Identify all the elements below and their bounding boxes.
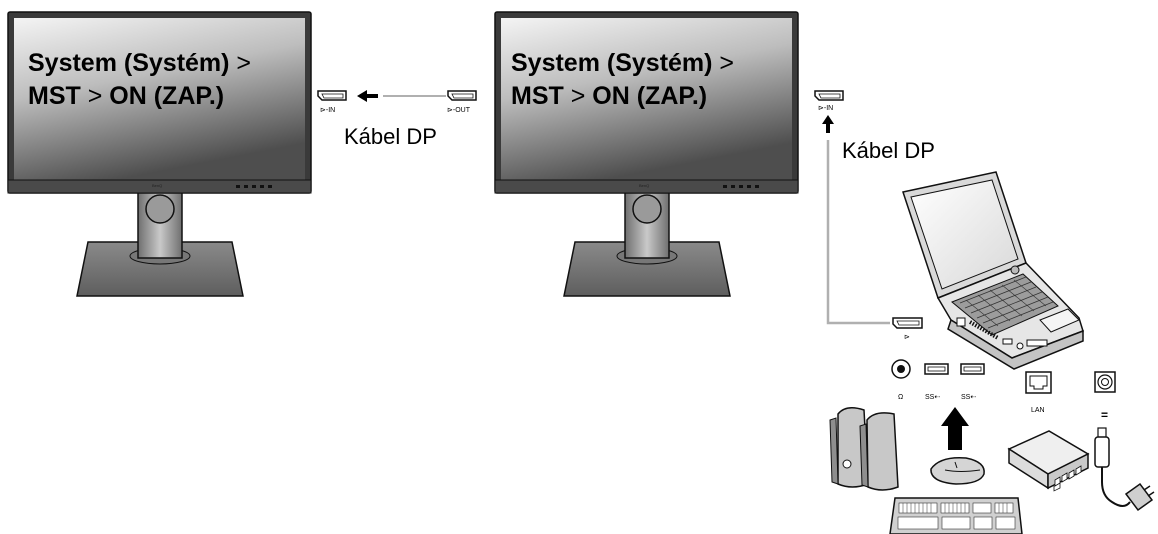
monitor-left: BenQ [7,11,312,297]
monitor-left-line2: MST > ON (ZAP.) [28,80,251,113]
monitor-right-menu-on: ON (ZAP.) [592,82,708,110]
arrow-up-usb-icon [941,407,969,450]
power-plug-icon [1124,482,1154,512]
monitor-left-menu-system: System (Systém) [28,49,230,77]
lan-port: LAN [1025,371,1052,414]
power-label: = [1101,408,1108,422]
monitor-right-base [563,241,731,297]
cable-label-between-monitors: Kábel DP [344,124,437,149]
monitor-left-screen [14,18,305,180]
usb-2-label: SS⇠ [961,394,976,401]
monitor-left-base [76,241,244,297]
headphone-label: Ω [898,394,903,401]
cable-label-laptop: Kábel DP [842,138,935,163]
laptop [902,171,1084,370]
monitor-right-sep1: > [712,49,735,77]
monitor-right-brand: BenQ [639,183,649,188]
mouse [930,456,985,485]
headphone-port: Ω [891,359,911,401]
monitor-right-line2: MST > ON (ZAP.) [511,80,734,113]
dp-in-port-left: ⊳-IN [317,90,347,114]
arrow-up-icon [822,115,834,133]
dp-in-left-label: ⊳-IN [320,107,335,114]
arrow-left-icon [357,90,378,102]
monitor-right-sep2: > [563,82,593,110]
laptop-touchpad [1039,308,1080,333]
monitor-left-screen-text: System (Systém) > MST > ON (ZAP.) [28,47,251,113]
dp-out-port: ⊳-OUT [447,90,477,114]
router [1007,430,1090,492]
keyboard [889,497,1023,534]
laptop-dp-port: ⊳ [892,317,923,341]
dp-cable-laptop [826,140,890,325]
monitor-right-screen [501,18,792,180]
monitor-left-menu-mst: MST [28,82,81,110]
usb-port-2: SS⇠ [960,363,985,401]
monitor-right-menu-mst: MST [511,82,564,110]
dp-in-port-right: ⊳-IN [814,90,844,112]
monitor-right-menu-system: System (Systém) [511,49,713,77]
monitor-left-sep2: > [80,82,110,110]
monitor-right-screen-text: System (Systém) > MST > ON (ZAP.) [511,47,734,113]
monitor-right-line1: System (Systém) > [511,47,734,80]
monitor-right: BenQ [494,11,799,297]
lan-label: LAN [1031,407,1045,414]
laptop-dp-label: ⊳ [904,334,910,341]
monitor-left-brand: BenQ [152,183,162,188]
monitor-left-menu-on: ON (ZAP.) [109,82,225,110]
usb-1-label: SS⇠ [925,394,940,401]
monitor-left-line1: System (Systém) > [28,47,251,80]
power-cable [1094,427,1155,512]
laptop-keyboard [951,273,1059,336]
speakers [829,407,899,491]
monitor-left-sep1: > [229,49,252,77]
dp-out-label: ⊳-OUT [447,107,471,114]
dp-in-right-label: ⊳-IN [818,105,833,112]
power-port: = [1094,371,1116,422]
usb-port-1: SS⇠ [924,363,949,401]
